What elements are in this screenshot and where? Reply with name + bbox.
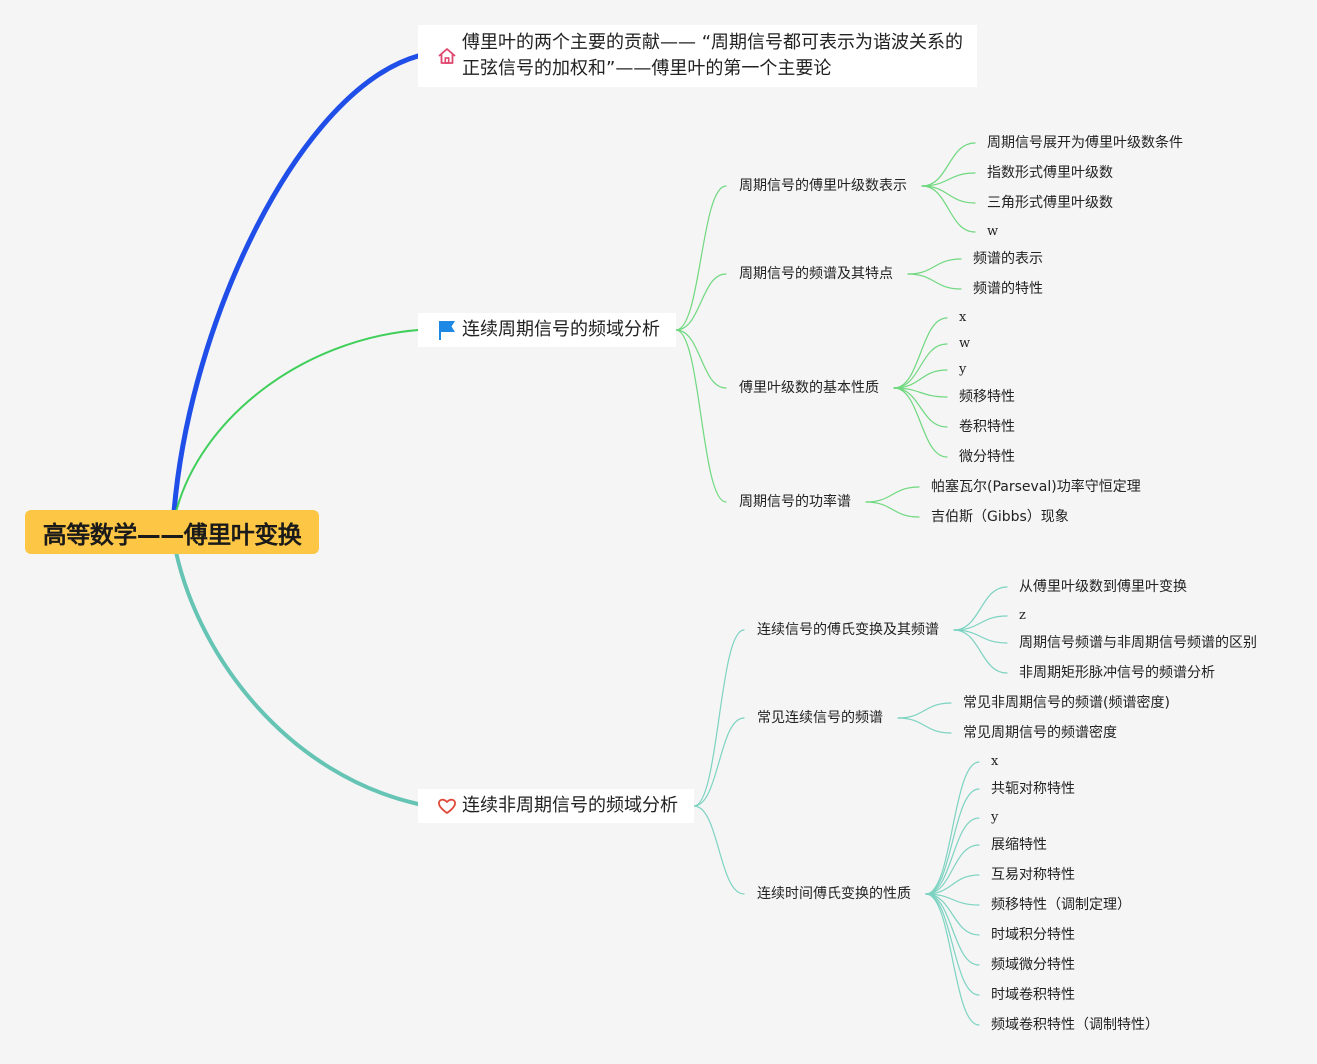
leaf-trigonometric-fourier-series[interactable]: 三角形式傅里叶级数 (987, 195, 1113, 211)
topic-aperiodic-analysis-label: 连续非周期信号的频域分析 (462, 795, 678, 816)
topic-periodic-analysis[interactable]: 连续周期信号的频域分析 (418, 313, 676, 347)
topic-periodic-analysis-label: 连续周期信号的频域分析 (462, 319, 660, 340)
subtopic-fourier-transform-properties[interactable]: 连续时间傅氏变换的性质 (757, 886, 911, 902)
heart-icon (436, 795, 458, 817)
leaf-gibbs-phenomenon[interactable]: 吉伯斯（Gibbs）现象 (931, 509, 1069, 525)
leaf-rectangular-pulse-spectrum[interactable]: 非周期矩形脉冲信号的频谱分析 (1019, 665, 1215, 681)
subtopic-power-spectrum[interactable]: 周期信号的功率谱 (739, 494, 851, 510)
leaf-x[interactable]: x (959, 310, 967, 325)
topic-contributions-label: 傅里叶的两个主要的贡献—— “周期信号都可表示为谐波关系的正弦信号的加权和”——… (462, 32, 964, 79)
subtopic-common-signal-spectra[interactable]: 常见连续信号的频谱 (757, 710, 883, 726)
flag-icon (436, 319, 458, 341)
leaf-modulation-theorem[interactable]: 频移特性（调制定理） (991, 897, 1131, 913)
home-icon (436, 45, 458, 67)
leaf-w[interactable]: w (959, 336, 971, 351)
leaf-scaling[interactable]: 展缩特性 (991, 837, 1047, 853)
leaf-time-integration[interactable]: 时域积分特性 (991, 927, 1075, 943)
leaf-frequency-shift[interactable]: 频移特性 (959, 389, 1015, 405)
leaf-y[interactable]: y (991, 810, 999, 825)
leaf-convolution[interactable]: 卷积特性 (959, 419, 1015, 435)
subtopic-fourier-series-representation[interactable]: 周期信号的傅里叶级数表示 (739, 178, 907, 194)
leaf-spectrum-difference[interactable]: 周期信号频谱与非周期信号频谱的区别 (1019, 635, 1257, 651)
leaf-aperiodic-spectrum-density[interactable]: 常见非周期信号的频谱(频谱密度) (963, 695, 1170, 711)
leaf-spectrum-representation[interactable]: 频谱的表示 (973, 251, 1043, 267)
subtopic-periodic-spectrum[interactable]: 周期信号的频谱及其特点 (739, 266, 893, 282)
leaf-frequency-differentiation[interactable]: 频域微分特性 (991, 957, 1075, 973)
leaf-exponential-fourier-series[interactable]: 指数形式傅里叶级数 (987, 165, 1113, 181)
topic-contributions[interactable]: 傅里叶的两个主要的贡献—— “周期信号都可表示为谐波关系的正弦信号的加权和”——… (418, 25, 977, 87)
leaf-y[interactable]: y (959, 362, 967, 377)
leaf-conjugate-symmetry[interactable]: 共轭对称特性 (991, 781, 1075, 797)
leaf-duality[interactable]: 互易对称特性 (991, 867, 1075, 883)
leaf-differentiation[interactable]: 微分特性 (959, 449, 1015, 465)
subtopic-fourier-series-properties[interactable]: 傅里叶级数的基本性质 (739, 380, 879, 396)
leaf-periodic-spectrum-density[interactable]: 常见周期信号的频谱密度 (963, 725, 1117, 741)
topic-aperiodic-analysis[interactable]: 连续非周期信号的频域分析 (418, 789, 694, 823)
leaf-z[interactable]: z (1019, 608, 1026, 623)
leaf-x[interactable]: x (991, 754, 999, 769)
leaf-series-to-transform[interactable]: 从傅里叶级数到傅里叶变换 (1019, 579, 1187, 595)
subtopic-fourier-transform-spectrum[interactable]: 连续信号的傅氏变换及其频谱 (757, 622, 939, 638)
leaf-time-convolution[interactable]: 时域卷积特性 (991, 987, 1075, 1003)
leaf-w[interactable]: w (987, 224, 999, 239)
leaf-frequency-convolution[interactable]: 频域卷积特性（调制特性） (991, 1017, 1159, 1033)
leaf-spectrum-characteristics[interactable]: 频谱的特性 (973, 281, 1043, 297)
leaf-parseval-theorem[interactable]: 帕塞瓦尔(Parseval)功率守恒定理 (931, 479, 1141, 495)
root-topic[interactable]: 高等数学——傅里叶变换 (25, 510, 319, 554)
leaf-series-expansion-conditions[interactable]: 周期信号展开为傅里叶级数条件 (987, 135, 1183, 151)
